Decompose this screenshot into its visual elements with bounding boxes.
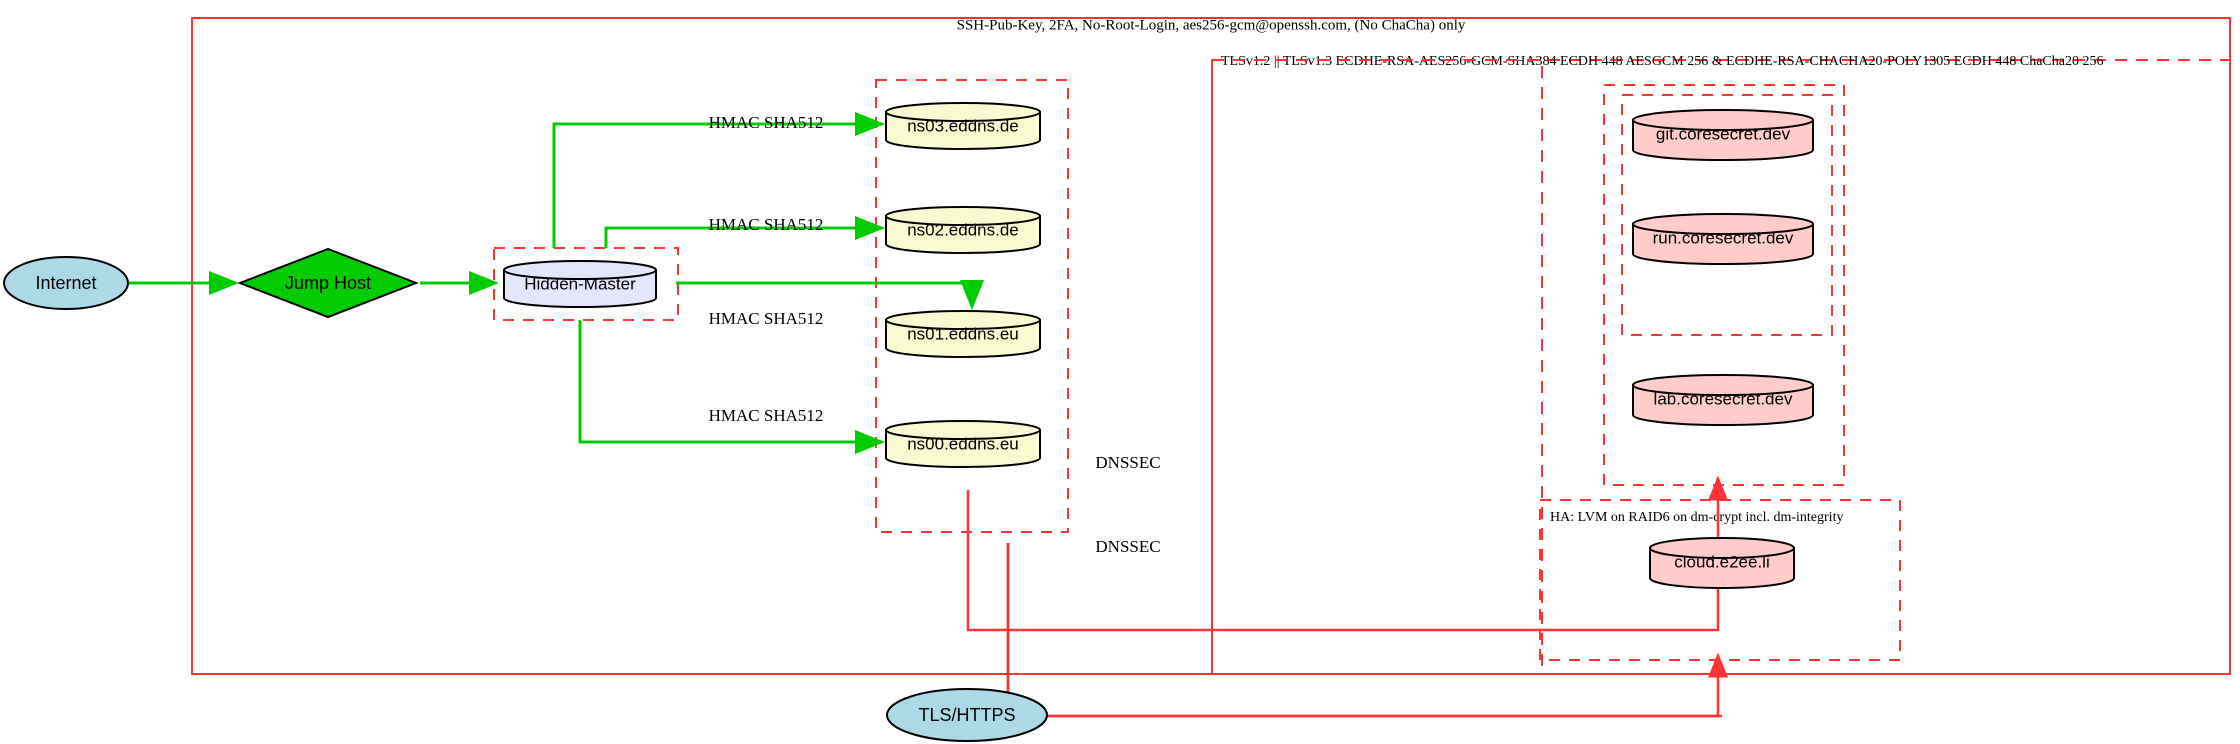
node-cloud-e2ee[interactable]: cloud.e2ee.li: [1649, 537, 1795, 589]
node-cloud-e2ee-label: cloud.e2ee.li: [1674, 552, 1769, 571]
node-lab-coresecret[interactable]: lab.coresecret.dev: [1632, 374, 1814, 426]
tls-boundary-label: TLSv1.2 || TLSv1.3 ECDHE-RSA-AES256-GCM-…: [1221, 54, 2103, 69]
node-internet-label: Internet: [35, 273, 96, 293]
node-ns01-label: ns01.eddns.eu: [907, 324, 1019, 343]
edge-label-dnssec-lower: DNSSEC: [1095, 537, 1160, 556]
node-git-coresecret[interactable]: git.coresecret.dev: [1632, 109, 1814, 161]
edge-label-hmac-ns02: HMAC SHA512: [709, 215, 824, 234]
dns-group-boundary-box: [875, 79, 1069, 533]
ssh-boundary-label: SSH-Pub-Key, 2FA, No-Root-Login, aes256-…: [957, 17, 1466, 33]
ha-boundary-label: HA: LVM on RAID6 on dm-crypt incl. dm-in…: [1550, 510, 1843, 525]
node-git-coresecret-label: git.coresecret.dev: [1656, 124, 1791, 143]
gitrun-boundary-box: [1621, 94, 1833, 336]
node-ns00[interactable]: ns00.eddns.eu: [885, 420, 1041, 468]
edge-label-hmac-ns00: HMAC SHA512: [709, 406, 824, 425]
node-ns01[interactable]: ns01.eddns.eu: [885, 310, 1041, 358]
edge-master-to-ns02: [604, 216, 885, 248]
edge-master-to-ns00: [578, 320, 885, 454]
node-ns03[interactable]: ns03.eddns.de: [885, 102, 1041, 150]
node-hidden-master[interactable]: Hidden-Master: [503, 260, 657, 308]
node-jump-host-label: Jump Host: [285, 273, 371, 293]
node-internet[interactable]: Internet: [3, 256, 129, 310]
node-ns00-label: ns00.eddns.eu: [907, 434, 1019, 453]
node-tls-https-label: TLS/HTTPS: [918, 705, 1015, 725]
edge-master-to-ns01: [676, 280, 984, 310]
node-run-coresecret[interactable]: run.coresecret.dev: [1632, 213, 1814, 265]
node-hidden-master-label: Hidden-Master: [524, 274, 636, 293]
edge-label-hmac-ns01: HMAC SHA512: [709, 309, 824, 328]
node-jump-host[interactable]: Jump Host: [237, 247, 419, 319]
node-ns03-label: ns03.eddns.de: [907, 116, 1019, 135]
edge-label-hmac-ns03: HMAC SHA512: [709, 113, 824, 132]
node-run-coresecret-label: run.coresecret.dev: [1653, 228, 1794, 247]
node-ns02-label: ns02.eddns.de: [907, 220, 1019, 239]
edge-label-dnssec-upper: DNSSEC: [1095, 453, 1160, 472]
node-tls-https[interactable]: TLS/HTTPS: [886, 688, 1048, 742]
node-ns02[interactable]: ns02.eddns.de: [885, 206, 1041, 254]
dnssec-zone-boundary-box: [1211, 59, 1543, 675]
tls-boundary-box: [1211, 59, 2231, 675]
edge-master-to-ns03: [552, 112, 885, 248]
node-lab-coresecret-label: lab.coresecret.dev: [1654, 389, 1793, 408]
